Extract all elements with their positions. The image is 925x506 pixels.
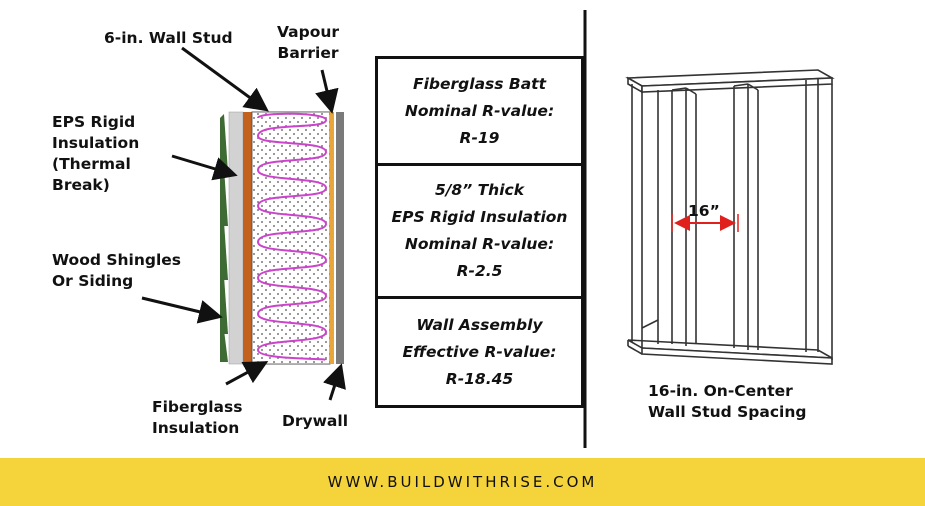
stud-framing-drawing	[625, 69, 835, 365]
fiberglass-arrow	[225, 361, 269, 386]
eps-layer	[228, 111, 244, 365]
vapour-barrier-arrow	[315, 69, 339, 114]
shingles-label: Wood Shingles Or Siding	[52, 251, 182, 290]
vapour-barrier-label: Vapour Barrier	[277, 23, 340, 62]
wall-stud-arrow	[181, 46, 269, 112]
eps-rvalue-box: 5/8” Thick EPS Rigid Insulation Nominal …	[375, 163, 584, 299]
stud-spacing-dimension: 16”	[688, 202, 720, 220]
wall-stud-label: 6-in. Wall Stud	[104, 29, 233, 47]
stud-layer	[243, 112, 252, 364]
drywall-arrow	[323, 363, 346, 401]
shingles-arrow	[141, 296, 223, 324]
eps-label: EPS Rigid Insulation (Thermal Break)	[52, 113, 140, 194]
wood-siding	[220, 114, 228, 362]
insulation-coil	[256, 112, 328, 361]
vapour-barrier-layer	[330, 112, 334, 364]
stud-spacing-caption: 16-in. On-Center Wall Stud Spacing	[648, 382, 807, 421]
drywall-label: Drywall	[282, 412, 349, 430]
dimension-indicator	[671, 214, 739, 232]
fiberglass-label: Fiberglass Insulation	[152, 398, 243, 437]
footer-url[interactable]: WWW.BUILDWITHRISE.COM	[327, 473, 598, 491]
fiberglass-rvalue-box: Fiberglass Batt Nominal R-value: R-19	[375, 56, 584, 166]
eps-arrow	[171, 154, 238, 181]
drywall-layer	[336, 112, 344, 364]
footer-banner: WWW.BUILDWITHRISE.COM	[0, 458, 925, 506]
assembly-rvalue-box: Wall Assembly Effective R-value: R-18.45	[375, 296, 584, 408]
